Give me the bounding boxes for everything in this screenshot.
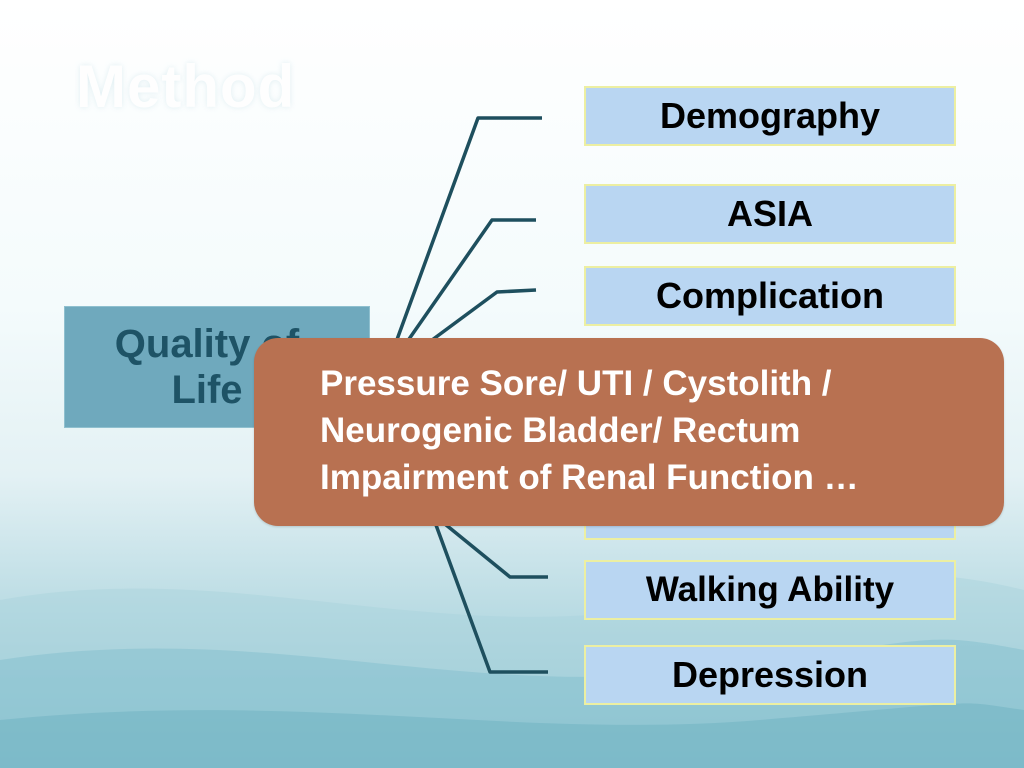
- slide-title: Method: [76, 53, 296, 120]
- connector-demography: [393, 116, 542, 346]
- branch-asia: ASIA: [584, 184, 956, 244]
- branch-depression: Depression: [584, 645, 956, 705]
- connector-walking-ability: [438, 518, 548, 579]
- callout-line-3: Impairment of Renal Function …: [320, 458, 859, 497]
- callout-line-2: Neurogenic Bladder/ Rectum: [320, 411, 801, 450]
- branch-walking-ability: Walking Ability: [584, 560, 956, 620]
- root-line-2: Life: [171, 368, 243, 412]
- complication-callout: Pressure Sore/ UTI / Cystolith / Neuroge…: [254, 338, 1004, 526]
- connector-complication: [403, 288, 537, 362]
- connector-asia: [398, 218, 536, 354]
- connector-depression: [434, 524, 548, 674]
- branch-complication: Complication: [584, 266, 956, 326]
- callout-line-1: Pressure Sore/ UTI / Cystolith /: [320, 364, 832, 403]
- branch-demography: Demography: [584, 86, 956, 146]
